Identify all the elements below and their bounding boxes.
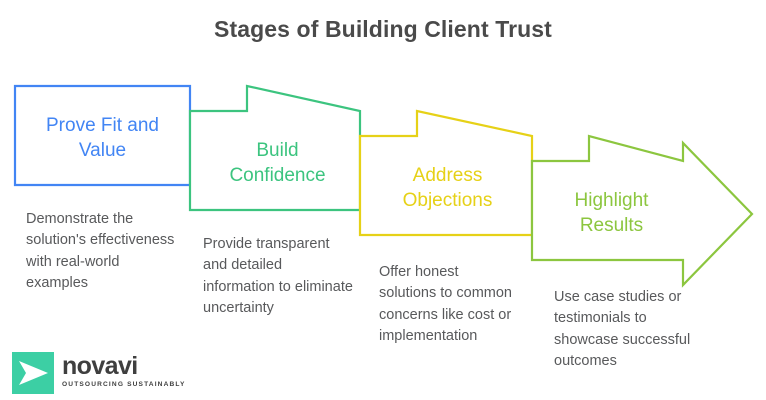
stage-label-line-1: Address <box>412 165 483 186</box>
logo-wordmark: novavi <box>62 352 138 380</box>
stage-caption-address-objections: Offer honest solutions to common concern… <box>379 264 512 344</box>
stage-shape-address-objections[interactable] <box>358 109 534 237</box>
stage-label-highlight-results: Highlight Results <box>538 188 685 238</box>
stage-caption-build-confidence: Provide transparent and detailed informa… <box>203 236 353 316</box>
stage-caption-prove-fit-and-value: Demonstrate the solution's effectiveness… <box>26 211 175 291</box>
stage-label-address-objections: Address Objections <box>366 163 529 213</box>
stage-label-line-2: Confidence <box>229 165 326 187</box>
logo-tagline: OUTSOURCING SUSTAINABLY <box>62 381 186 388</box>
stage-shape-build-confidence[interactable] <box>188 84 362 212</box>
stage-caption-highlight-results: Use case studies or testimonials to show… <box>554 289 691 369</box>
stage-label-line-1: Prove Fit and <box>46 115 159 136</box>
stage-label-line-1: Build <box>256 140 299 161</box>
stage-shape-highlight-results[interactable] <box>530 134 754 288</box>
brand-logo: novavi OUTSOURCING SUSTAINABLY <box>12 352 202 394</box>
stage-label-line-2: Results <box>579 215 644 237</box>
logo-text-block: novavi OUTSOURCING SUSTAINABLY <box>62 354 202 389</box>
page-title: Stages of Building Client Trust <box>214 16 552 42</box>
novavi-play-arrow-icon <box>12 352 54 394</box>
stage-label-line-2: Objections <box>402 190 493 212</box>
stage-label-prove-fit-and-value: Prove Fit and Value <box>19 113 186 163</box>
stage-label-line-2: Value <box>78 140 127 162</box>
stage-label-line-1: Highlight <box>574 190 649 211</box>
stage-label-build-confidence: Build Confidence <box>196 138 359 188</box>
